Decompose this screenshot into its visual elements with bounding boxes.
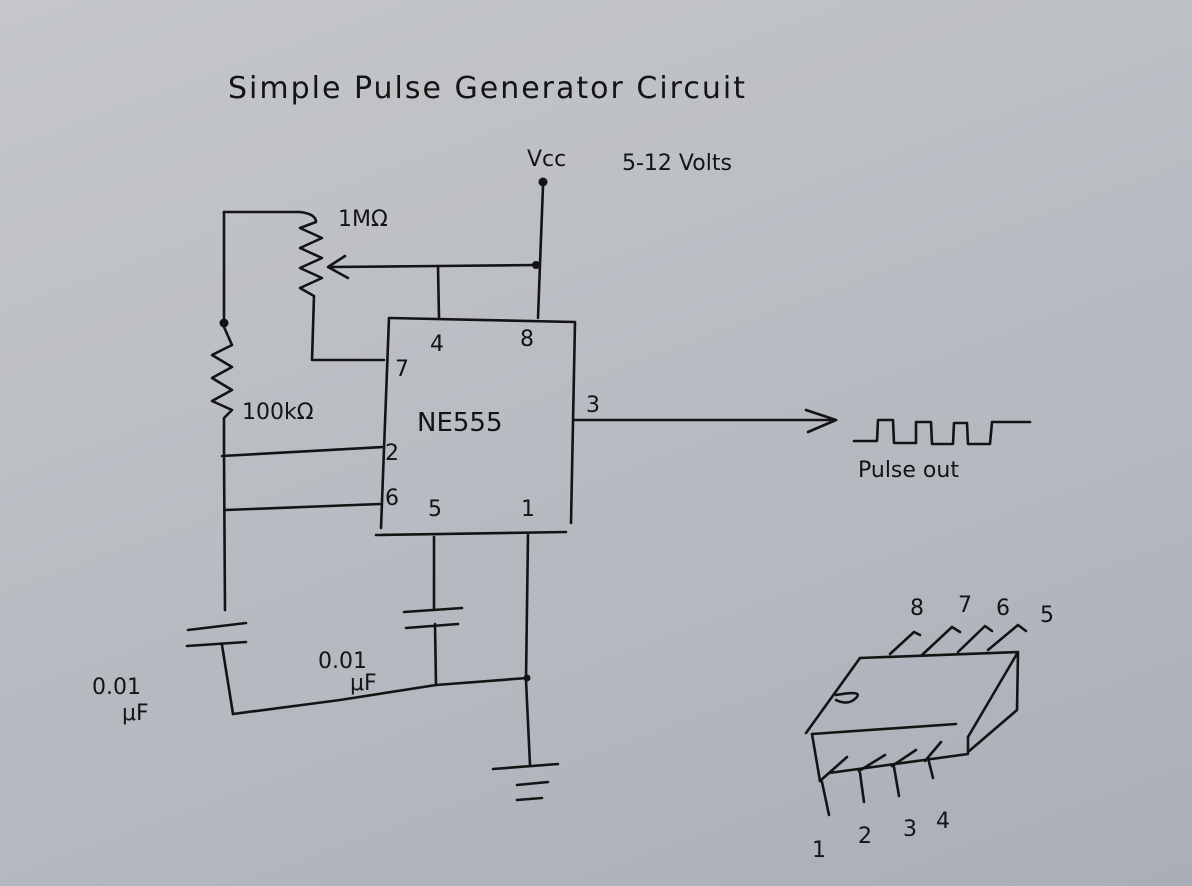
ne555-chip	[374, 316, 577, 537]
pin-5-label: 5	[428, 497, 442, 522]
potentiometer-1m	[222, 210, 386, 362]
ground-icon	[491, 762, 560, 802]
pin-7-label: 7	[395, 357, 409, 382]
control-capacitor	[402, 535, 464, 687]
ground-rail-wire	[524, 533, 532, 767]
package-pin-1: 1	[812, 838, 826, 863]
package-pin-2: 2	[858, 824, 872, 849]
package-pin-5: 5	[1040, 603, 1054, 628]
control-cap-value: 0.01	[318, 649, 367, 674]
pin-1-label: 1	[521, 497, 535, 522]
output-label: Pulse out	[858, 458, 959, 483]
resistor-100k	[210, 325, 234, 457]
pin-8-label: 8	[520, 327, 534, 352]
vcc-to-wiper-wire	[326, 254, 538, 320]
ic-name: NE555	[417, 408, 503, 438]
potentiometer-value: 1MΩ	[338, 207, 388, 232]
diagram-title: Simple Pulse Generator Circuit	[228, 71, 747, 106]
supply-voltage-label: 5-12 Volts	[622, 151, 732, 176]
pulse-waveform-icon	[852, 418, 1032, 446]
left-junction	[219, 318, 229, 328]
pin-3-label: 3	[586, 393, 600, 418]
output-wire	[572, 408, 838, 434]
timing-cap-value: 0.01	[92, 675, 141, 700]
package-pin-3: 3	[903, 817, 917, 842]
dip8-package-sketch	[804, 623, 1028, 817]
timing-capacitor	[185, 621, 248, 716]
package-pin-6: 6	[996, 596, 1010, 621]
pin-2-label: 2	[385, 441, 399, 466]
vcc-label: Vcc	[527, 147, 566, 172]
package-pin-8: 8	[910, 596, 924, 621]
pin-6-label: 6	[385, 486, 399, 511]
bottom-return-wire	[231, 676, 529, 716]
timing-cap-unit: μF	[122, 701, 149, 726]
trigger-threshold-wires	[220, 445, 385, 612]
package-pin-4: 4	[936, 809, 950, 834]
pin-4-label: 4	[430, 332, 444, 357]
resistor-value: 100kΩ	[242, 400, 314, 425]
vcc-terminal	[536, 177, 548, 320]
control-cap-unit: μF	[350, 671, 377, 696]
package-pin-7: 7	[958, 593, 972, 618]
